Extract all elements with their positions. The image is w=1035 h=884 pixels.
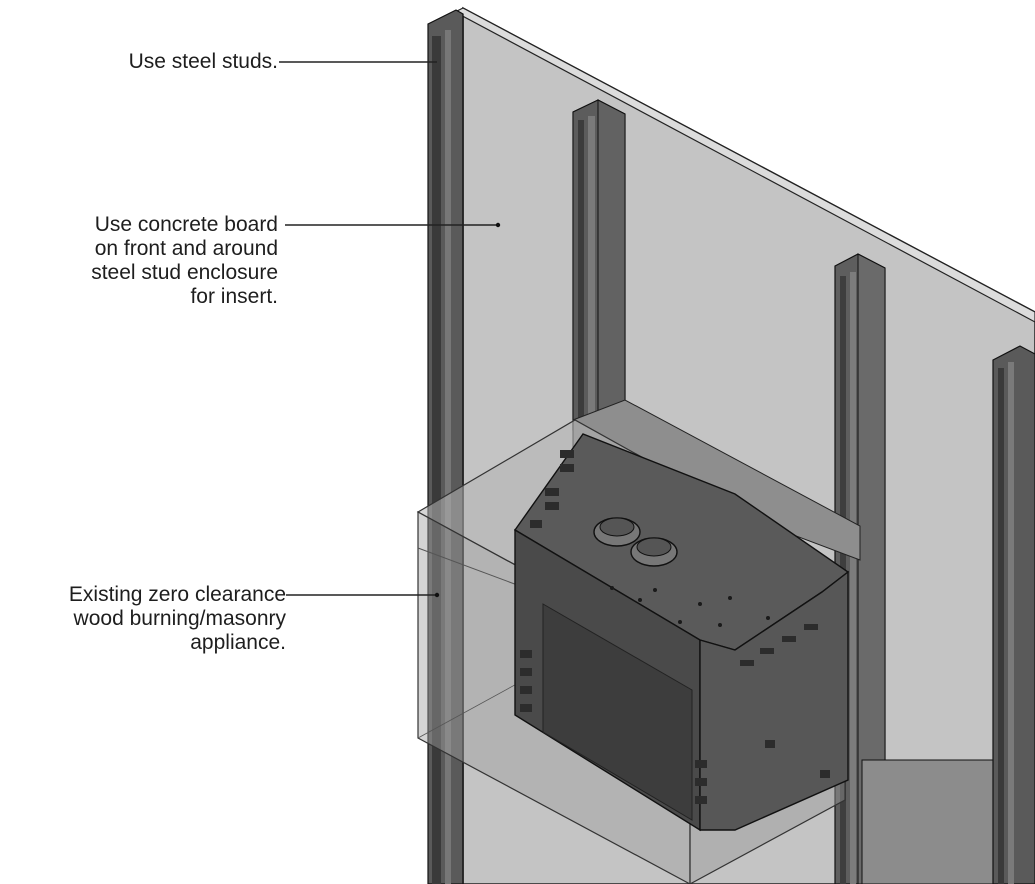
vent-collars: [593, 517, 678, 567]
callout-concrete-board-line-1: Use concrete board: [94, 213, 278, 236]
callout-steel-studs-line-1: Use steel studs.: [128, 50, 278, 73]
steel-stud-middle: [572, 99, 626, 431]
insert-louvres: [520, 450, 830, 804]
callout-existing-appliance-line-2: wood burning/masonry: [73, 607, 286, 630]
leader-dots: [434, 222, 501, 598]
insert-fasteners: [610, 586, 770, 627]
callout-existing-appliance-line-1: Existing zero clearance: [68, 583, 286, 606]
fireplace-insert: [513, 433, 850, 832]
leader-lines: [279, 61, 498, 596]
callout-existing-appliance: Existing zero clearance wood burning/mas…: [69, 583, 286, 655]
concrete-board-top-edge: [453, 7, 1035, 323]
steel-stud-left: [427, 9, 464, 884]
callout-steel-studs: Use steel studs.: [129, 50, 278, 74]
callout-concrete-board-line-3: steel stud enclosure: [91, 261, 278, 284]
callout-concrete-board-line-2: on front and around: [94, 237, 278, 260]
callout-existing-appliance-line-3: appliance.: [190, 631, 286, 654]
callout-concrete-board: Use concrete board on front and around s…: [91, 213, 278, 309]
callout-concrete-board-line-4: for insert.: [190, 285, 278, 308]
steel-stud-far-right: [992, 345, 1035, 884]
